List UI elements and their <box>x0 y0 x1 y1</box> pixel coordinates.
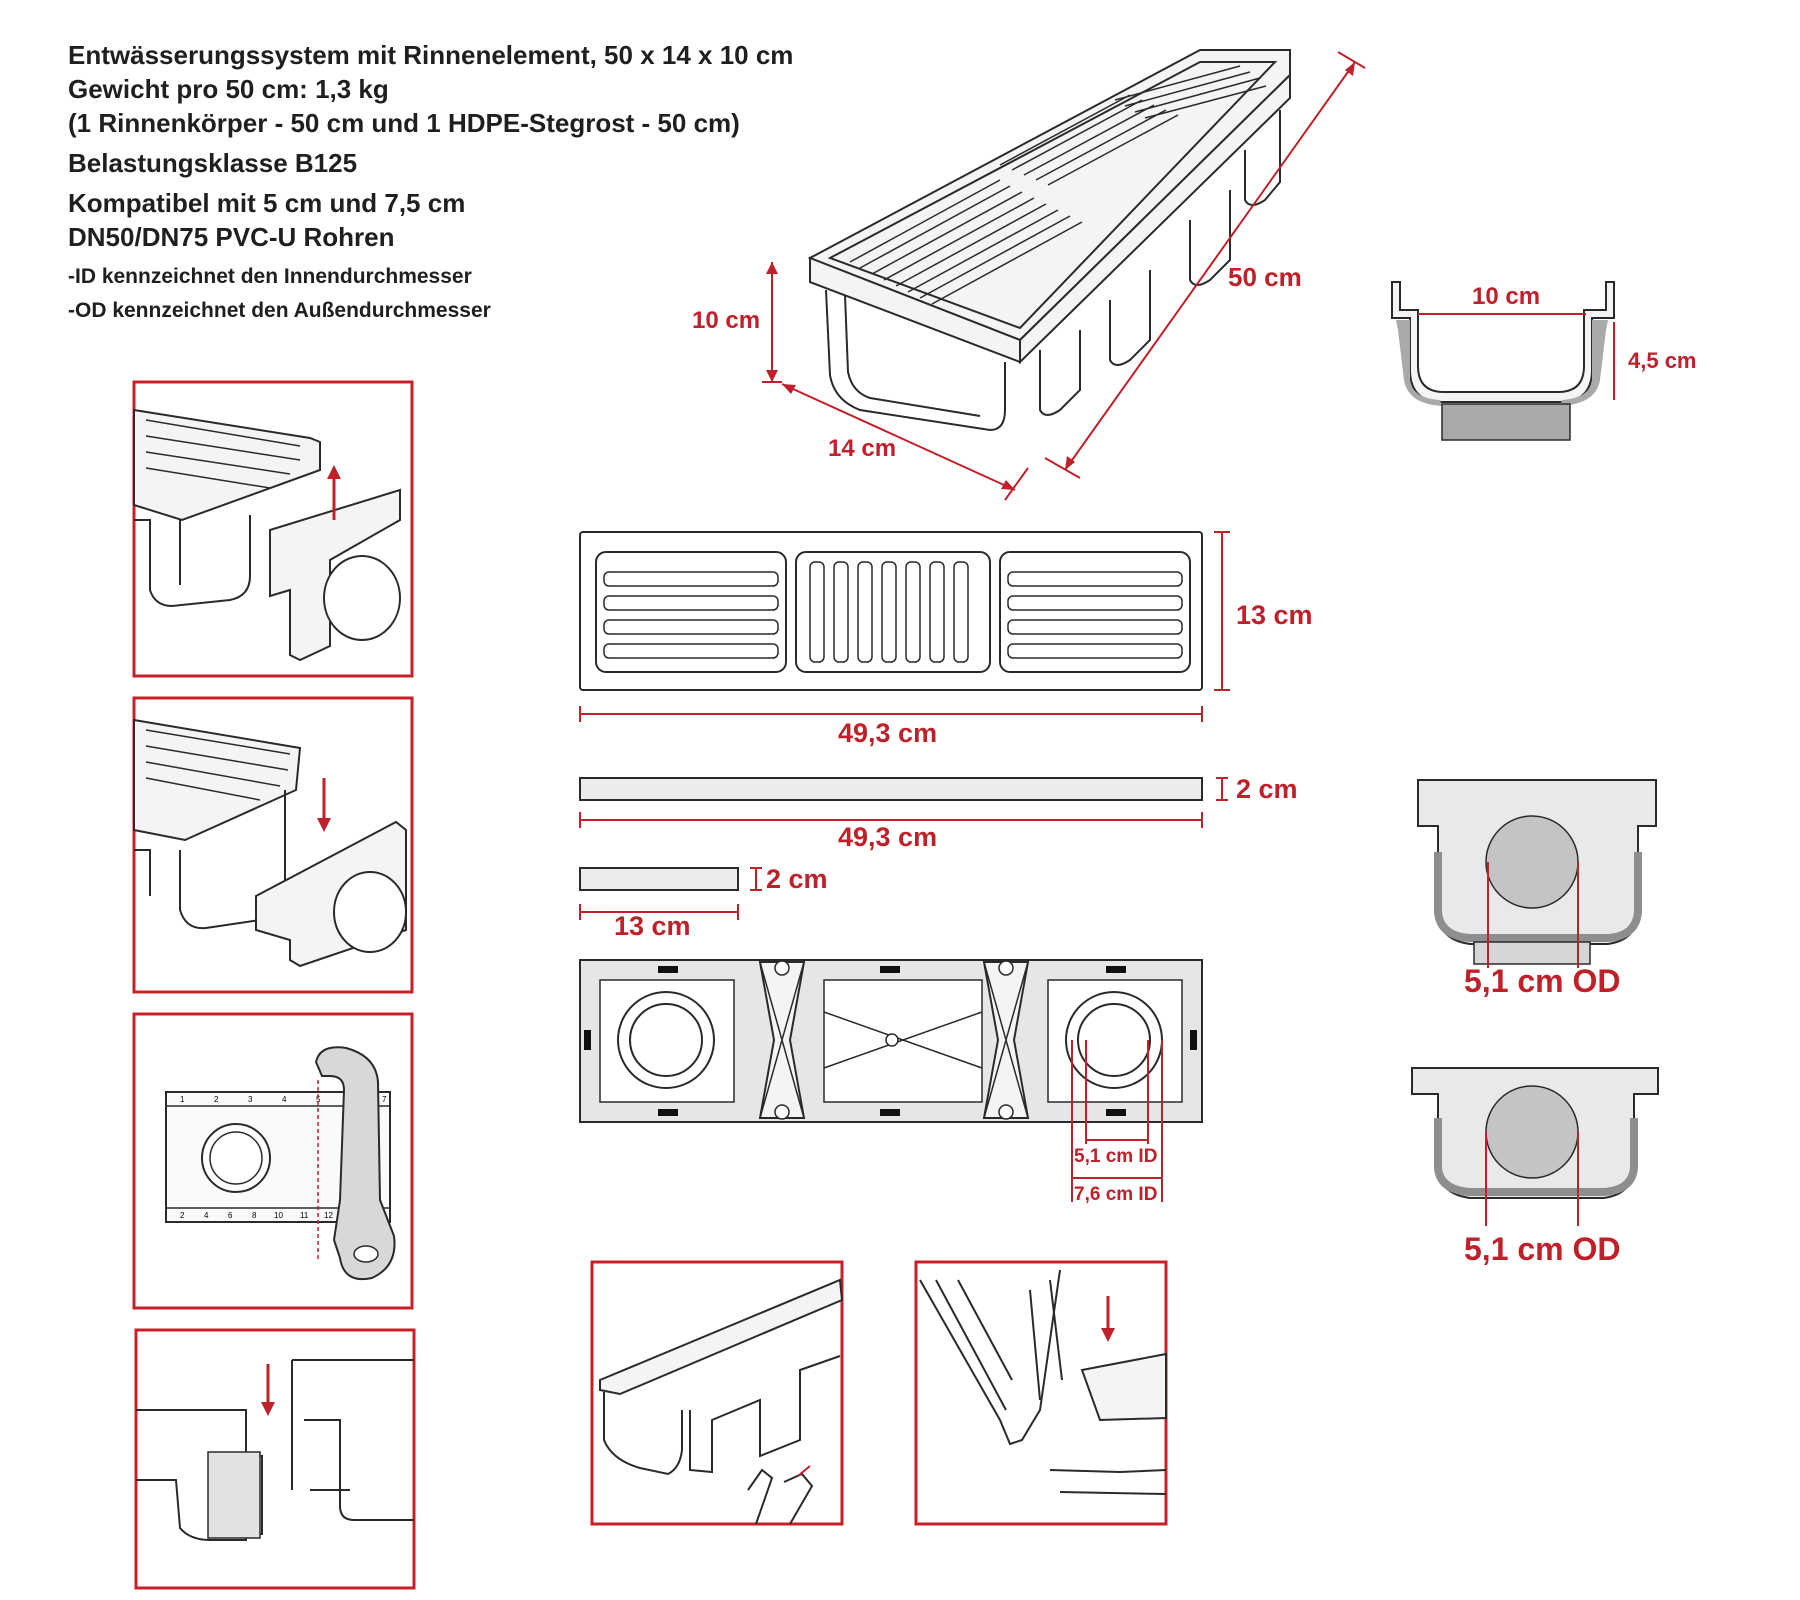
end-cap-outlet: 5,1 cm OD <box>1417 779 1657 999</box>
spec-contents: (1 Rinnenkörper - 50 cm und 1 HDPE-Stegr… <box>68 108 740 138</box>
end-cap-closed: 5,1 cm OD <box>1411 1067 1659 1267</box>
svg-text:3: 3 <box>248 1095 253 1104</box>
step-panel-4 <box>134 1328 416 1590</box>
dim-length-label: 50 cm <box>1228 262 1302 292</box>
dim-inner-depth-label: 4,5 cm <box>1628 348 1697 373</box>
svg-text:4: 4 <box>282 1095 287 1104</box>
iso-grate-slots <box>849 65 1267 305</box>
step-panel-3: 1 2 3 4 5 6 7 2 4 6 8 10 11 12 13 <box>132 1012 414 1310</box>
step-panel-1 <box>132 380 414 678</box>
dim-grate-width-label: 13 cm <box>1236 600 1313 630</box>
dim-height: 10 cm <box>692 262 782 383</box>
grate-top-view: 13 cm 49,3 cm <box>579 531 1313 748</box>
dim-end-thickness-label: 2 cm <box>766 864 828 894</box>
channel-isometric <box>807 49 1291 432</box>
step-panel-2 <box>132 696 414 994</box>
spec-compat-1: Kompatibel mit 5 cm und 7,5 cm <box>68 188 466 218</box>
step-panel-5 <box>590 1260 844 1526</box>
dim-end-cap-od-1: 5,1 cm OD <box>1464 963 1621 999</box>
svg-text:2: 2 <box>180 1211 185 1220</box>
svg-text:6: 6 <box>228 1211 233 1220</box>
channel-bottom-view: 5,1 cm ID 7,6 cm ID <box>579 959 1203 1205</box>
spec-load-class: Belastungsklasse B125 <box>68 148 358 178</box>
step-panel-6 <box>914 1260 1168 1526</box>
dim-width-label: 14 cm <box>828 435 896 462</box>
dim-height-label: 10 cm <box>692 307 760 334</box>
grate-slots-center <box>809 561 969 663</box>
grate-side-view: 2 cm 49,3 cm <box>579 774 1298 852</box>
svg-text:5: 5 <box>316 1095 321 1104</box>
grate-end-view: 2 cm 13 cm <box>579 864 828 941</box>
svg-text:10: 10 <box>274 1211 283 1220</box>
grate-slots-left <box>603 571 779 659</box>
dim-width: 14 cm <box>781 383 1029 501</box>
svg-text:2: 2 <box>214 1095 219 1104</box>
dim-length: 50 cm <box>1044 51 1366 479</box>
channel-cross-section: 10 cm 4,5 cm <box>1391 281 1697 441</box>
spec-title: Entwässerungssystem mit Rinnenelement, 5… <box>68 40 794 70</box>
dim-inner-width-label: 10 cm <box>1472 283 1540 310</box>
spec-weight: Gewicht pro 50 cm: 1,3 kg <box>68 74 389 104</box>
note-od: -OD kennzeichnet den Außendurchmesser <box>68 299 491 322</box>
dim-outlet-id-large: 7,6 cm ID <box>1074 1184 1157 1205</box>
note-id: -ID kennzeichnet den Innendurchmesser <box>68 265 472 288</box>
spec-compat-2: DN50/DN75 PVC-U Rohren <box>68 222 395 252</box>
svg-text:7: 7 <box>382 1095 387 1104</box>
svg-text:12: 12 <box>324 1211 333 1220</box>
dim-strip-length-label: 49,3 cm <box>838 822 937 852</box>
svg-text:1: 1 <box>180 1095 185 1104</box>
svg-text:4: 4 <box>204 1211 209 1220</box>
dim-outlet-id-small: 5,1 cm ID <box>1074 1146 1157 1167</box>
dim-end-length-label: 13 cm <box>614 911 691 941</box>
svg-text:11: 11 <box>300 1211 309 1220</box>
spec-text-block: Entwässerungssystem mit Rinnenelement, 5… <box>68 38 793 328</box>
grate-slots-right <box>1007 571 1183 659</box>
dim-end-cap-od-2: 5,1 cm OD <box>1464 1231 1621 1267</box>
dim-strip-thickness-label: 2 cm <box>1236 774 1298 804</box>
dim-grate-length-label: 49,3 cm <box>838 718 937 748</box>
svg-text:8: 8 <box>252 1211 257 1220</box>
